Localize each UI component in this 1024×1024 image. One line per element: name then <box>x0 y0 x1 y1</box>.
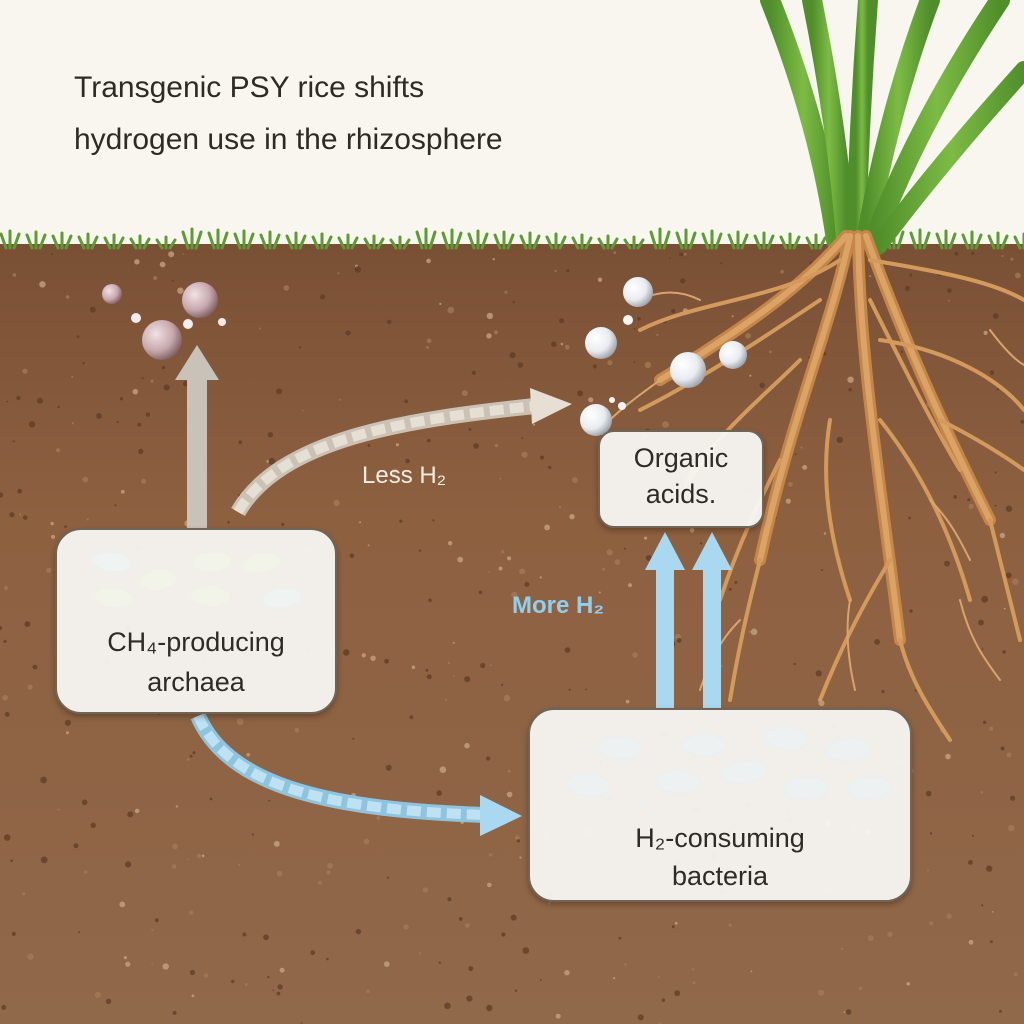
archaea-to-bacteria-arrow <box>190 712 522 836</box>
title-line-1: Transgenic PSY rice shifts <box>74 71 425 104</box>
archaea-label-line-1: CH₄-producing <box>107 627 285 657</box>
rice-plant-icon <box>760 0 1024 255</box>
archaea-label-line-2: archaea <box>147 667 245 697</box>
organic-acids-label-line-1: Organic <box>633 443 729 473</box>
root-system-icon <box>609 230 1024 742</box>
bacteria-node: H₂-consuming bacteria <box>528 708 912 902</box>
less-h2-arrow <box>231 388 572 517</box>
more-h2-arrows <box>645 532 732 710</box>
less-h2-label: Less H₂ <box>362 462 447 489</box>
organic-acids-label-line-2: acids. <box>645 479 717 509</box>
diagram-title: Transgenic PSY rice shifts hydrogen use … <box>74 62 694 166</box>
methane-bubble-icon <box>102 282 226 360</box>
title-line-2: hydrogen use in the rhizosphere <box>74 123 503 156</box>
organic-acids-node: Organic acids. <box>598 430 764 528</box>
hydrogen-bubble-icon <box>580 277 747 436</box>
archaea-node: CH₄-producing archaea <box>55 528 337 714</box>
more-h2-label: More H₂ <box>512 592 605 619</box>
bacteria-label-line-2: bacteria <box>671 861 769 891</box>
methane-release-arrow <box>175 345 219 528</box>
bacteria-label-line-1: H₂-consuming <box>635 823 805 853</box>
